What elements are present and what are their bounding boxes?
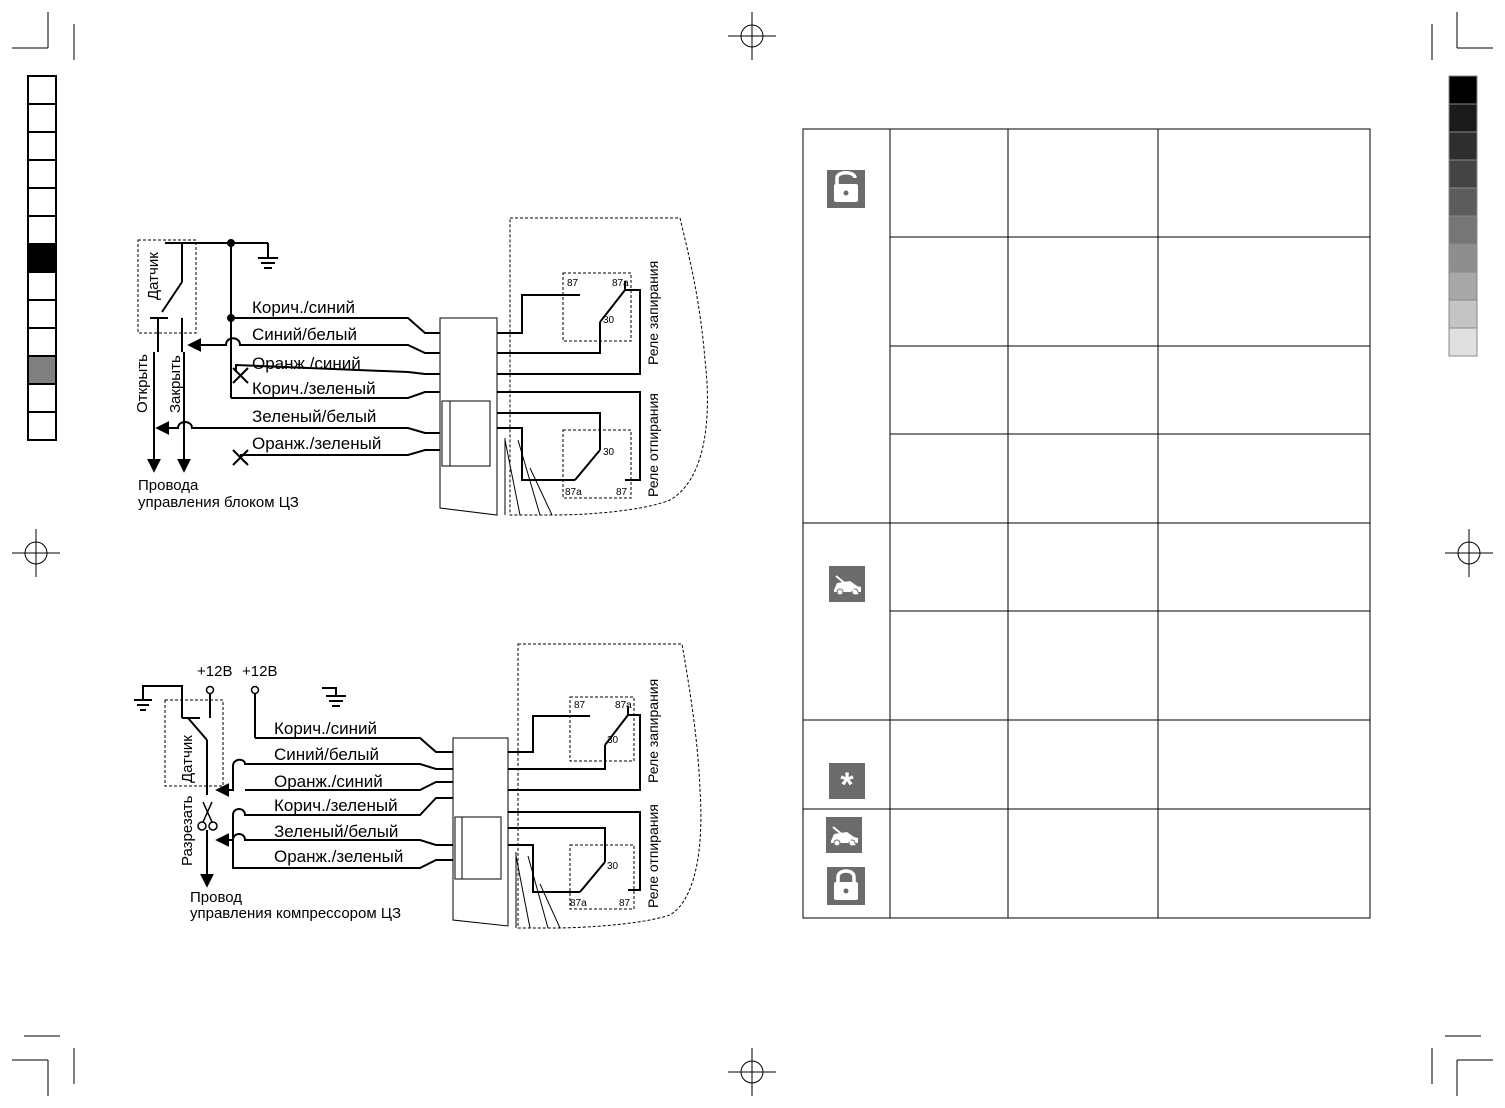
relay-pin: 30 (607, 861, 619, 872)
cut-label: Разрезать (179, 795, 196, 866)
left-color-bar (27, 75, 57, 441)
wire-label: Синий/белый (252, 325, 357, 344)
relay-pin: 30 (607, 735, 619, 746)
relay-pin: 87 (567, 278, 579, 289)
sensor-label: Датчик (179, 735, 196, 783)
wiring-diagram-1 (137, 217, 708, 516)
relay-pin: 87 (619, 898, 631, 909)
wire-label: Оранж./зеленый (274, 847, 403, 866)
relay-lock-label: Реле запирания (645, 679, 661, 783)
relay-pin: 87 (616, 487, 628, 498)
relay-pin: 87a (615, 700, 632, 711)
control-label-line1: Провод (190, 889, 242, 906)
control-label-line2: управления компрессором ЦЗ (190, 905, 401, 922)
relay-pin: 87a (570, 898, 587, 909)
wire-label: Корич./синий (274, 719, 377, 738)
relay-pin: 30 (603, 447, 615, 458)
registration-marks (12, 12, 1493, 1096)
wire-label: Корич./зеленый (252, 379, 376, 398)
wire-label: Зеленый/белый (252, 407, 376, 426)
diagram-1-labels: Датчик Открыть Закрыть Провода управлени… (134, 252, 661, 511)
relay-lock-label: Реле запирания (645, 261, 661, 365)
relay-pin: 87 (574, 700, 586, 711)
unlock-icon (827, 170, 865, 208)
wire-label: Оранж./синий (252, 354, 361, 373)
function-table (802, 128, 1371, 919)
wire-label: Синий/белый (274, 745, 379, 764)
close-label: Закрыть (167, 355, 184, 413)
open-label: Открыть (134, 354, 151, 413)
wire-label: Корич./зеленый (274, 796, 398, 815)
plus12-label: +12В (242, 663, 277, 680)
wiring-diagram-2 (134, 643, 702, 929)
plus12-label: +12В (197, 663, 232, 680)
relay-unlock-label: Реле отпирания (645, 804, 661, 908)
control-label-line2: управления блоком ЦЗ (138, 494, 299, 511)
wire-label: Оранж./зеленый (252, 434, 381, 453)
asterisk-icon: * (829, 763, 865, 804)
relay-pin: 87a (565, 487, 582, 498)
lock-icon (827, 867, 865, 905)
scissors-icon (197, 801, 218, 831)
sensor-label: Датчик (145, 252, 162, 300)
svg-text:*: * (840, 766, 854, 804)
wire-label: Оранж./синий (274, 772, 383, 791)
wire-label: Зеленый/белый (274, 822, 398, 841)
control-label-line1: Провода (138, 477, 199, 494)
diagram-2-labels: +12В +12В Датчик Разрезать Провод управл… (179, 663, 661, 922)
relay-pin: 30 (603, 315, 615, 326)
relay-pin: 87a (612, 278, 629, 289)
wire-label: Корич./синий (252, 298, 355, 317)
relay-unlock-label: Реле отпирания (645, 393, 661, 497)
crop-marks (12, 12, 1493, 1096)
car-sensor-icon (826, 817, 862, 853)
car-sensor-icon (829, 566, 865, 602)
right-gray-bar (1448, 75, 1478, 357)
